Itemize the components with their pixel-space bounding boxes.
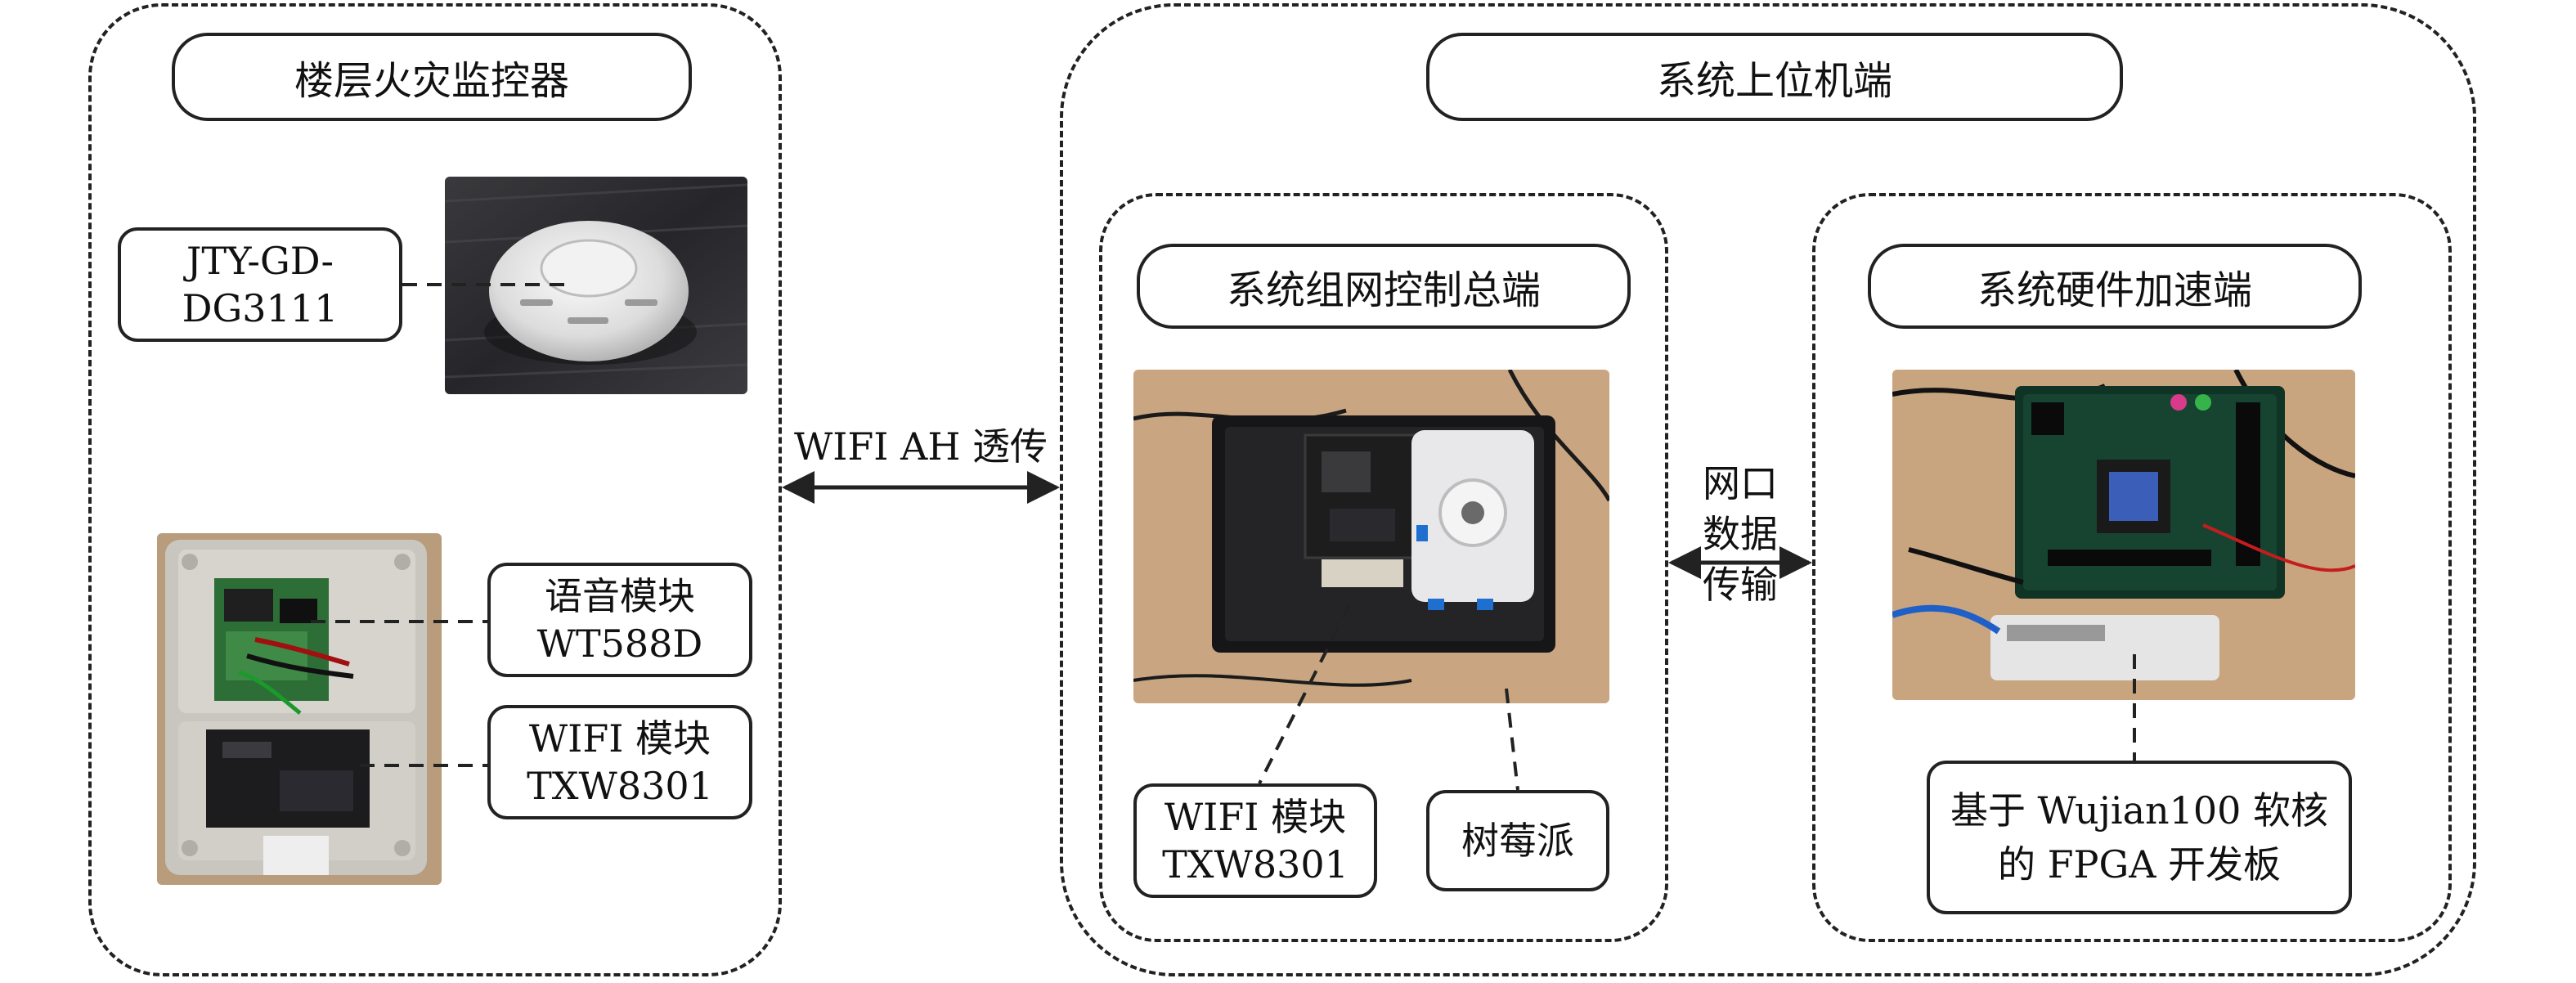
floor-wifi-module-label-line1: WIFI 模块 [528, 716, 711, 761]
wifi-ah-link-text: WIFI AH 透传 [793, 424, 1048, 469]
floor-fire-monitor-group [88, 3, 782, 976]
raspberry-pi-leader [1505, 688, 1519, 791]
network-control-photo [1133, 370, 1609, 703]
wifi-ah-link-label: WIFI AH 透传 [782, 422, 1060, 471]
smoke-detector-label-line1: JTY-GD- [186, 239, 334, 283]
host-system-group [1060, 3, 2476, 976]
network-control-group [1099, 193, 1668, 942]
hardware-acceleration-title: 系统硬件加速端 [1868, 244, 2362, 329]
network-control-title-text: 系统组网控制总端 [1226, 267, 1541, 313]
smoke-detector-label-line2: DG3111 [182, 286, 339, 330]
host-wifi-leader [1258, 604, 1351, 784]
floor-wifi-module-label: WIFI 模块 TXW8301 [487, 705, 752, 819]
raspberry-pi-label: 树莓派 [1426, 790, 1609, 891]
network-control-title: 系统组网控制总端 [1137, 244, 1631, 329]
raspberry-pi-label-text: 树莓派 [1461, 819, 1574, 863]
fpga-board-label: 基于 Wujian100 软核 的 FPGA 开发板 [1927, 761, 2352, 914]
host-system-title-text: 系统上位机端 [1656, 58, 1892, 104]
host-wifi-module-label-line2: TXW8301 [1162, 842, 1349, 886]
voice-module-label-line1: 语音模块 [545, 574, 695, 618]
voice-module-label-line2: WT588D [536, 622, 703, 666]
floor-wifi-module-label-line2: TXW8301 [527, 764, 713, 808]
fpga-board-photo [1892, 370, 2355, 700]
fpga-board-label-line1: 基于 Wujian100 软核 [1950, 788, 2329, 833]
floor-fire-monitor-title-text: 楼层火灾监控器 [294, 58, 569, 104]
smoke-detector-label: JTY-GD- DG3111 [118, 227, 402, 342]
hardware-acceleration-title-text: 系统硬件加速端 [1977, 267, 2252, 313]
ethernet-link-line1: 网口 [1703, 461, 1778, 505]
floor-fire-monitor-title: 楼层火灾监控器 [172, 33, 692, 121]
host-wifi-module-label: WIFI 模块 TXW8301 [1133, 783, 1377, 898]
host-system-title: 系统上位机端 [1426, 33, 2123, 121]
fpga-board-label-line2: 的 FPGA 开发板 [1997, 842, 2282, 886]
hardware-acceleration-group [1812, 193, 2452, 942]
monitor-box-photo [157, 533, 442, 885]
voice-module-label: 语音模块 WT588D [487, 563, 752, 677]
host-wifi-module-label-line1: WIFI 模块 [1164, 795, 1347, 839]
smoke-detector-photo [445, 177, 747, 394]
